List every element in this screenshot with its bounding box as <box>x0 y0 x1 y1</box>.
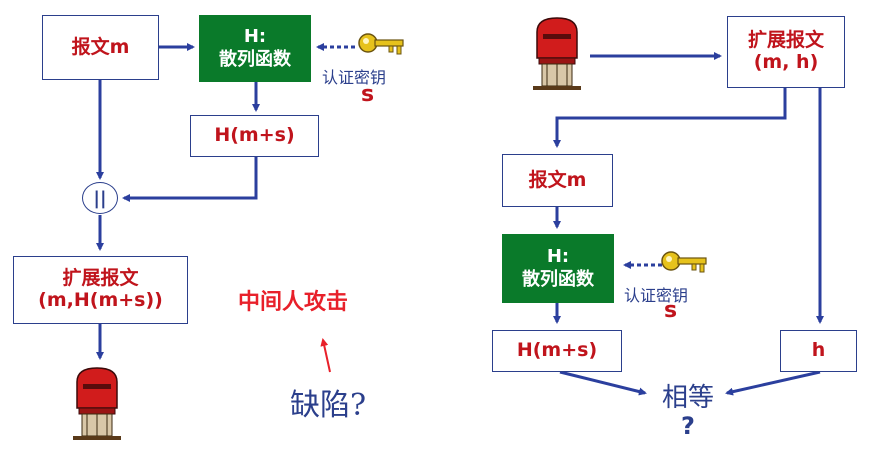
left-message-label: 报文m <box>71 35 130 58</box>
left-hmac-box: H(m+s) <box>190 115 319 157</box>
arrow-extended-to-message <box>553 88 787 148</box>
right-h-label: h <box>811 339 826 362</box>
arrow-flaw-to-attack <box>320 338 331 373</box>
right-message-label: 报文m <box>528 168 587 191</box>
right-hash-title: H: <box>546 246 570 267</box>
left-hash-title: H: <box>243 26 267 47</box>
right-hash-box: H: 散列函数 <box>502 234 614 303</box>
right-h-box: h <box>780 330 857 372</box>
equal-line2: ? <box>681 411 695 440</box>
right-hash-name: 散列函数 <box>522 268 594 290</box>
right-hmac-label: H(m+s) <box>516 339 598 362</box>
equal-line1: 相等 <box>661 383 714 413</box>
flaw-label: 缺陷? <box>290 388 367 423</box>
left-hash-box: H: 散列函数 <box>199 15 311 82</box>
concat-circle: || <box>82 182 118 214</box>
attack-label: 中间人攻击 <box>238 290 349 315</box>
concat-symbol: || <box>93 187 107 209</box>
arrow-hmac-to-concat <box>122 157 258 202</box>
left-extended-line2: (m,H(m+s)) <box>38 289 163 311</box>
key-icon <box>358 33 404 55</box>
right-extended-line1: 扩展报文 <box>747 29 824 52</box>
left-hash-name: 散列函数 <box>219 48 291 70</box>
left-extended-line1: 扩展报文 <box>62 267 139 290</box>
key-icon <box>661 251 707 273</box>
mailbox-icon <box>533 17 581 90</box>
left-hmac-label: H(m+s) <box>214 124 295 147</box>
left-key-symbol: s <box>361 82 375 107</box>
mailbox-icon <box>73 367 121 440</box>
right-message-box: 报文m <box>502 154 613 207</box>
right-key-symbol: s <box>664 298 678 323</box>
equal-question: 相等 ? <box>650 384 726 439</box>
right-key-label: 认证密钥 <box>624 286 689 305</box>
arrow-h-to-equal <box>725 370 821 396</box>
right-extended-box: 扩展报文 (m, h) <box>727 16 845 88</box>
left-key-label: 认证密钥 <box>322 68 387 87</box>
right-extended-line2: (m, h) <box>753 51 819 73</box>
left-extended-box: 扩展报文 (m,H(m+s)) <box>13 256 188 324</box>
arrow-hmac-to-equal <box>559 370 647 396</box>
left-message-box: 报文m <box>42 15 159 80</box>
right-hmac-box: H(m+s) <box>492 330 622 372</box>
